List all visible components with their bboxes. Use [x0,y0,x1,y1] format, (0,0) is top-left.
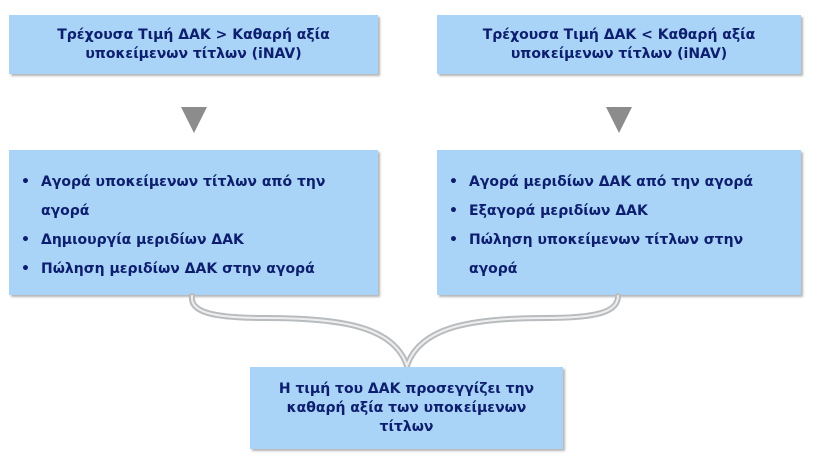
result-box: Η τιμή του ΔΑΚ προσεγγίζει την καθαρή αξ… [250,367,563,449]
bullet-icon: • [449,174,458,190]
left-condition-line2: υποκείμενων τίτλων (iNAV) [85,45,302,62]
list-item: • Αγορά μεριδίων ΔΑΚ από την αγορά [449,168,791,197]
bullet-icon: • [21,174,30,190]
left-condition-line1: Τρέχουσα Τιμή ΔΑΚ > Καθαρή αξία [57,26,330,43]
right-condition-box: Τρέχουσα Τιμή ΔΑΚ < Καθαρή αξία υποκείμε… [437,15,801,74]
bullet-icon: • [21,232,30,248]
left-actions-list: • Αγορά υποκείμενων τίτλων από την αγορά… [21,168,368,284]
result-line3: τίτλων [379,418,434,435]
result-line2: καθαρή αξία των υποκείμενων [286,399,527,416]
list-item: • Δημιουργία μεριδίων ΔΑΚ [21,226,368,255]
right-condition-line2: υποκείμενων τίτλων (iNAV) [510,45,728,62]
list-item: • Εξαγορά μεριδίων ΔΑΚ [449,197,791,226]
left-down-arrow-icon [181,107,207,133]
left-action-2: Δημιουργία μεριδίων ΔΑΚ [41,232,244,248]
list-item: • Πώληση υποκείμενων τίτλων στην αγορά [449,226,791,284]
right-condition-line1: Τρέχουσα Τιμή ΔΑΚ < Καθαρή αξία [482,26,756,43]
result-line1: Η τιμή του ΔΑΚ προσεγγίζει την [278,380,535,397]
right-action-1: Αγορά μεριδίων ΔΑΚ από την αγορά [469,174,754,190]
bullet-icon: • [449,203,458,219]
list-item: • Πώληση μεριδίων ΔΑΚ στην αγορά [21,255,368,284]
right-actions-list: • Αγορά μεριδίων ΔΑΚ από την αγορά • Εξα… [449,168,791,284]
right-action-3: Πώληση υποκείμενων τίτλων στην αγορά [469,232,744,277]
left-actions-box: • Αγορά υποκείμενων τίτλων από την αγορά… [9,150,378,295]
right-actions-box: • Αγορά μεριδίων ΔΑΚ από την αγορά • Εξα… [437,150,801,295]
left-condition-box: Τρέχουσα Τιμή ΔΑΚ > Καθαρή αξία υποκείμε… [9,15,378,74]
right-down-arrow-icon [606,107,632,133]
left-action-1: Αγορά υποκείμενων τίτλων από την αγορά [41,174,326,219]
list-item: • Αγορά υποκείμενων τίτλων από την αγορά [21,168,368,226]
bullet-icon: • [449,232,458,248]
right-action-2: Εξαγορά μεριδίων ΔΑΚ [469,203,648,219]
left-action-3: Πώληση μεριδίων ΔΑΚ στην αγορά [41,261,315,277]
bullet-icon: • [21,261,30,277]
